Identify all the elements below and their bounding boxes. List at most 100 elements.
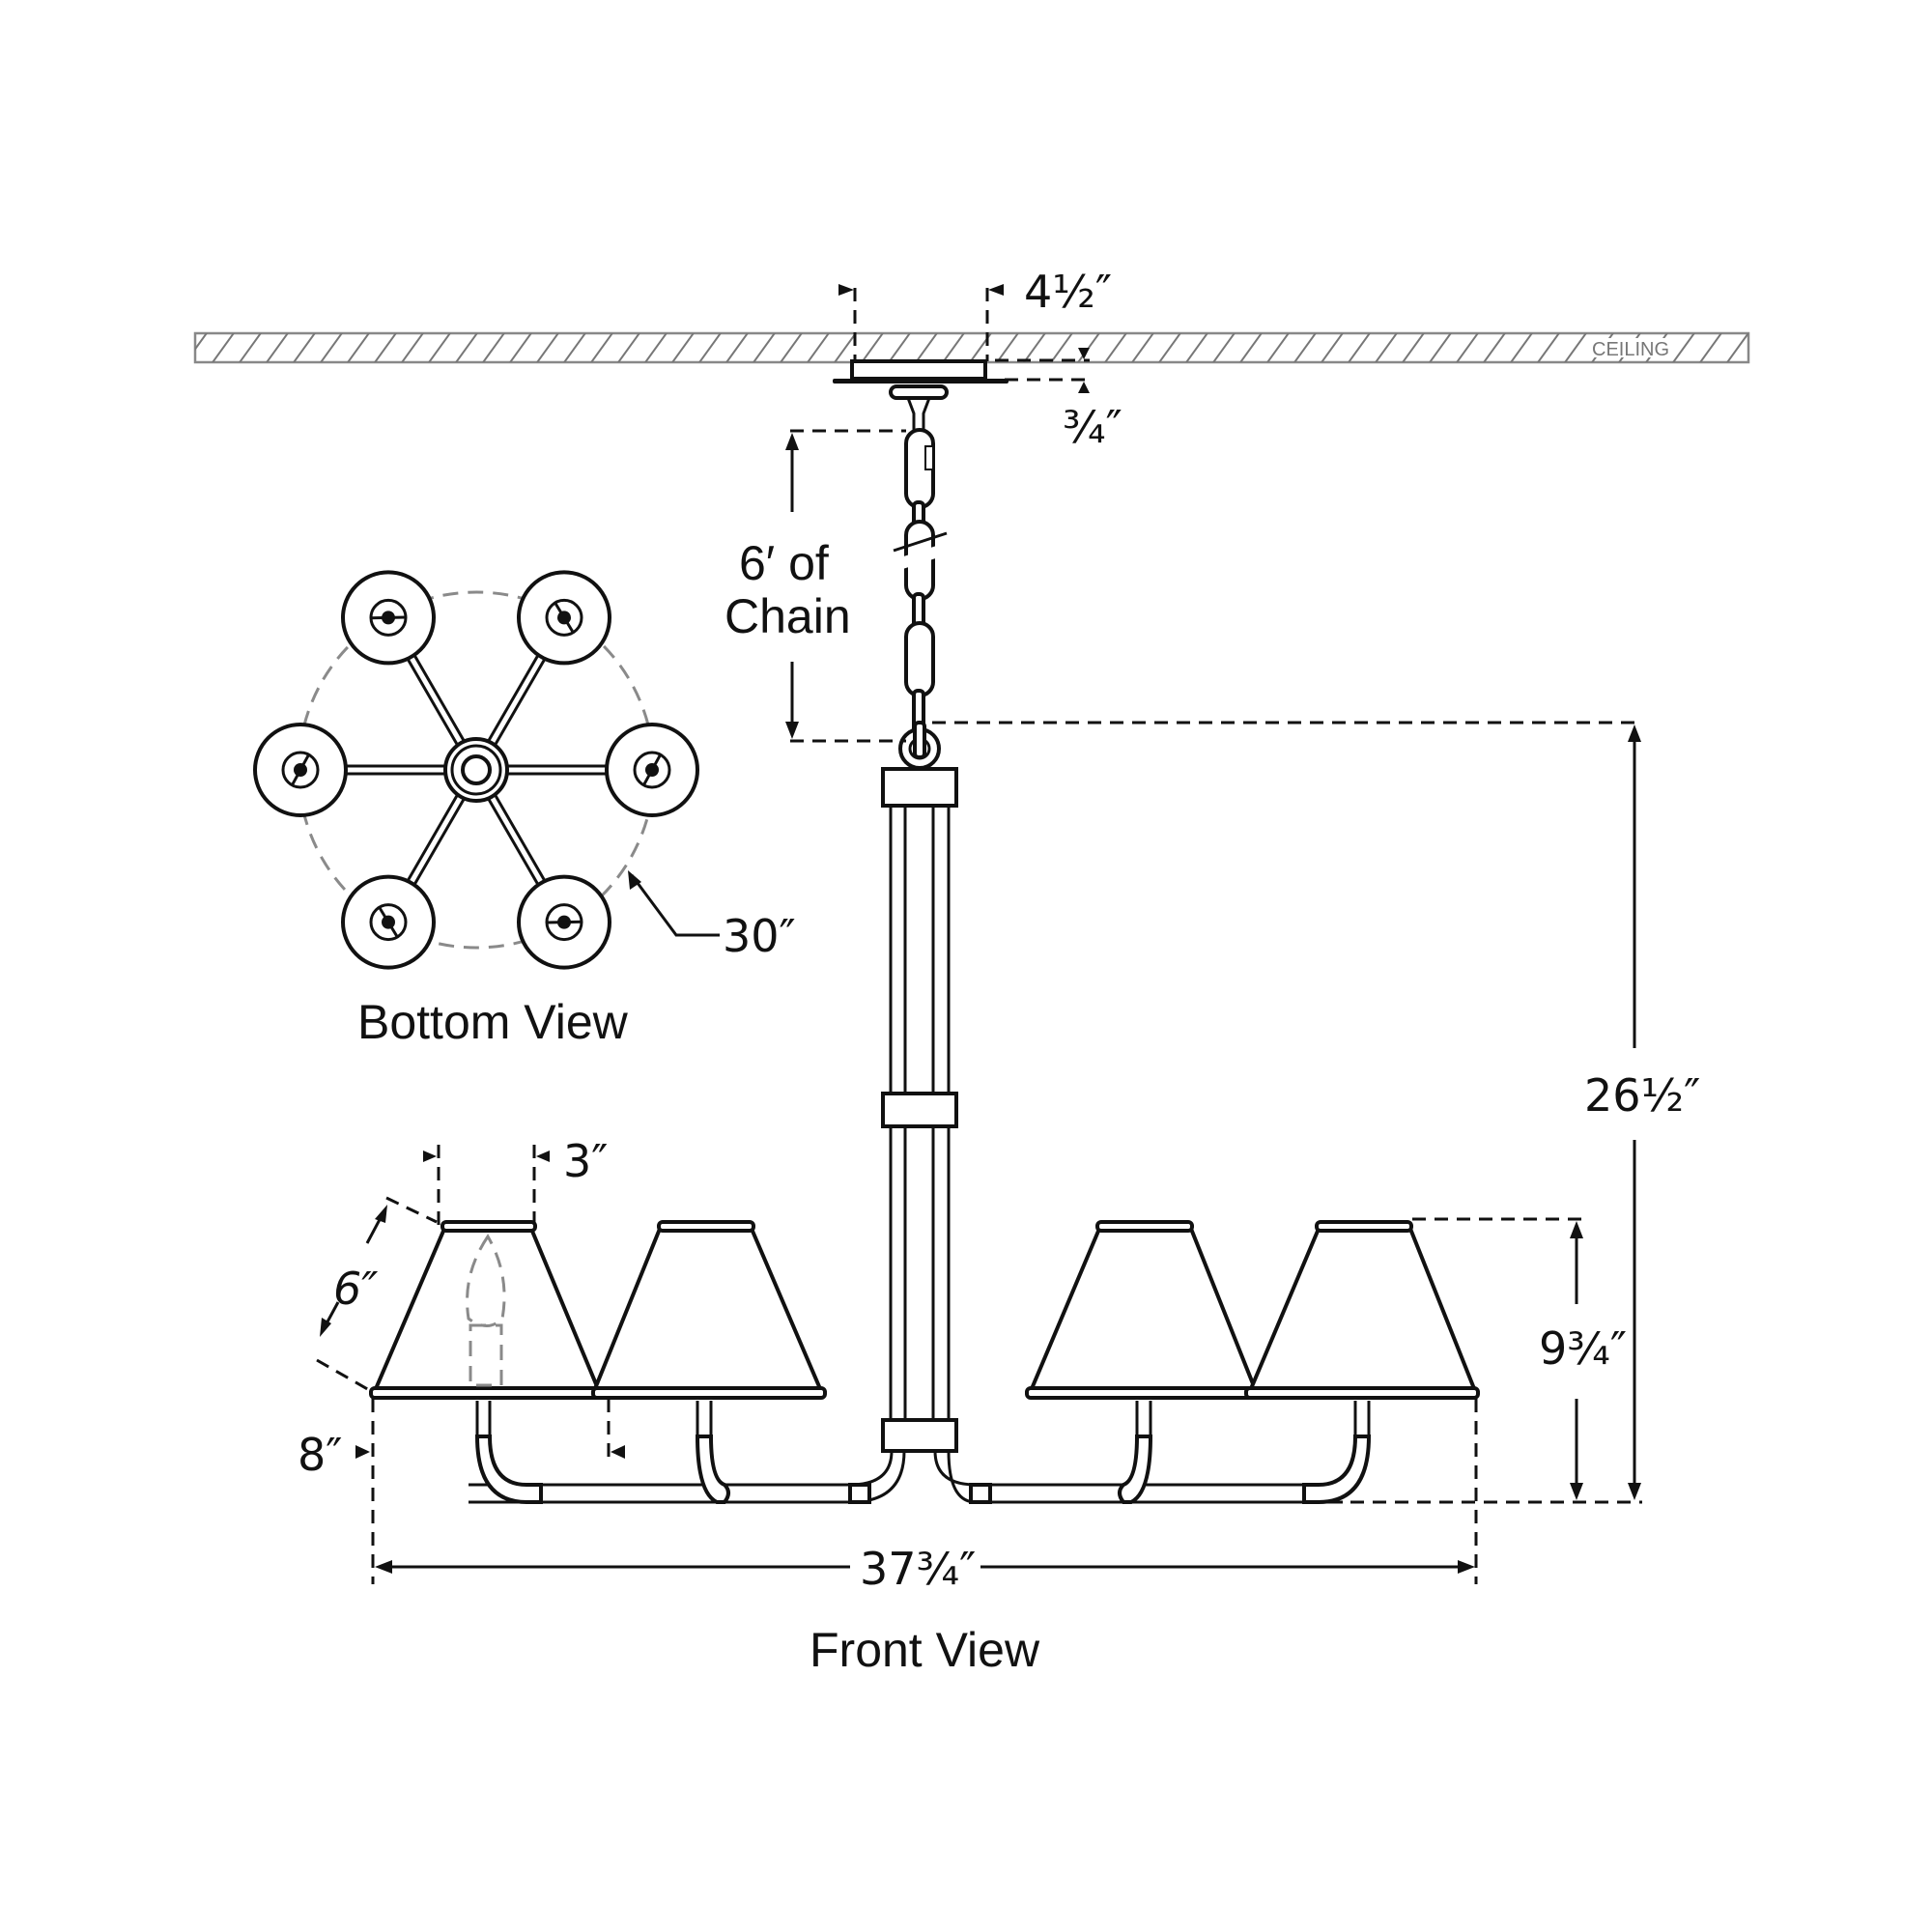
hatch-line [1482,333,1507,362]
arm-elbow [695,1435,730,1504]
light-cup [253,723,348,817]
hatch-line [454,333,479,362]
arrow-icon [1628,1483,1641,1500]
spoke-line [412,653,467,744]
shade-bottom-dimension: 8″ [298,1399,625,1584]
break-line [893,531,948,553]
socket-line [642,753,662,786]
spoke-line [412,796,467,887]
hatch-line [535,333,560,362]
arrow-icon [1078,382,1090,393]
bottom-diameter-label: 30″ [723,910,796,962]
hatch-line [1265,333,1291,362]
arrow-icon [785,433,799,450]
shade [369,1220,605,1400]
bottom-view-title: Bottom View [357,995,629,1049]
cup-inner [369,903,408,942]
overall-width-label: 37¾″ [860,1543,976,1595]
socket-line [378,906,399,938]
arrow-icon [375,1205,387,1223]
hatch-line [319,333,344,362]
shade-top-label: 3″ [563,1135,608,1187]
front-view-title: Front View [810,1623,1040,1677]
shade-slant-label: 6″ [333,1263,378,1315]
hatch-line [1725,333,1748,362]
overall-height-label: 26½″ [1584,1069,1700,1122]
hatch-line [373,333,398,362]
arrow-icon [1570,1483,1583,1500]
socket-line [554,602,575,634]
hatch-line [616,333,641,362]
hatch-line [1157,333,1182,362]
canopy-depth-label: ¾″ [1063,401,1122,453]
canopy [833,359,1009,431]
hatch-line [1103,333,1128,362]
hatch-line [1509,333,1534,362]
light-cup [517,874,611,970]
hatch-line [779,333,804,362]
arrow-icon [375,1560,392,1574]
hatch-line [1752,330,1777,365]
center-column [881,767,958,1453]
hatch-line [1293,333,1318,362]
hatch-line [1401,333,1426,362]
hatch-line [1130,333,1155,362]
ceiling-label-bg [1584,338,1671,357]
spoke-line [486,796,540,887]
shade-top-dimension: 3″ [423,1135,608,1225]
hatch-line [427,333,452,362]
hatch-line [724,333,750,362]
light-cups [253,570,699,970]
chain-length-dimension: 6′ of Chain [724,429,906,743]
hatch-line [643,333,668,362]
bulb-icon [466,1234,506,1327]
chain-length-label-line2: Chain [724,589,851,643]
arms [469,1401,1372,1504]
light-cup [341,570,436,666]
cup-inner [545,598,583,637]
hatch-line [1238,333,1264,362]
ceiling-hatch [195,330,1777,365]
hatch-line [1374,333,1399,362]
hatch-line [752,333,777,362]
shade [1025,1220,1261,1400]
hatch-line [589,333,614,362]
hatch-line [1671,333,1696,362]
arrow-icon [355,1445,370,1459]
hatch-line [346,333,371,362]
hatch-line [265,333,290,362]
hatch-line [1320,333,1345,362]
column-top-collar [881,767,958,808]
hatch-line [1184,333,1209,362]
height-shade-to-arm-dimension: 9¾″ [1328,1217,1642,1584]
arrow-icon [838,284,854,296]
bottom-diameter-dimension: 30″ [628,870,796,962]
hatch-line [195,333,209,352]
spoke-line [486,653,540,744]
arrow-icon [536,1151,550,1162]
hatch-line [1347,333,1372,362]
hatch-line [211,333,236,362]
ceiling-label: CEILING [1592,339,1669,360]
arrow-icon [1458,1560,1475,1574]
arrow-icon [785,722,799,739]
arrow-icon [988,284,1004,296]
column-bottom-collar [881,1418,958,1453]
overall-height-dimension: 26½″ [932,721,1700,1500]
light-cup [605,723,699,817]
hatch-line [1536,333,1561,362]
hatch-line [1428,333,1453,362]
hatch-line [400,333,425,362]
hatch-line [697,333,723,362]
hatch-line [562,333,587,362]
shade-bottom-label: 8″ [298,1429,342,1481]
socket-line [546,920,582,924]
cup-inner [281,751,320,789]
canopy-base [833,379,1009,384]
hatch-line [1455,333,1480,362]
spoke-line [406,657,460,748]
column-mid-collar [881,1092,958,1128]
canopy-loop-cap [889,384,949,400]
chain [888,428,952,770]
hatch-line [1698,333,1723,362]
